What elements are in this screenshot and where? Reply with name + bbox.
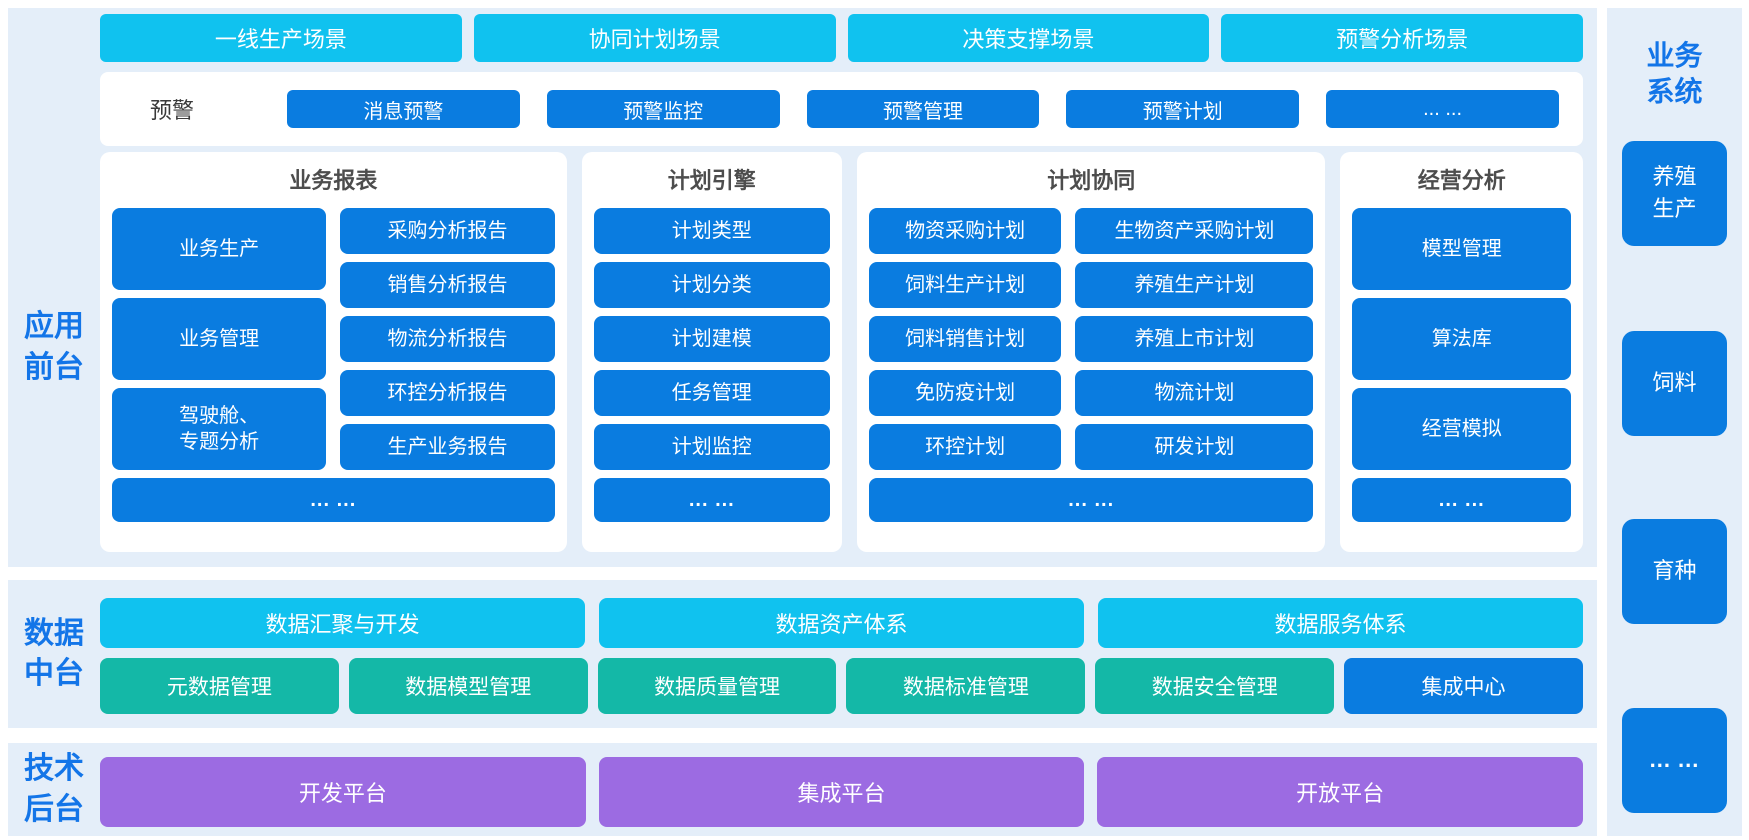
module-button-algorithm-library[interactable]: 算法库 [1352,298,1571,381]
module-button-plan-category[interactable]: 计划分类 [593,262,830,309]
alert-button-message[interactable]: 消息预警 [287,90,520,128]
module-button-feed-sales-plan[interactable]: 饲料销售计划 [868,316,1062,363]
scenario-button-decision-support[interactable]: 决策支撑场景 [847,14,1210,62]
alert-button-more[interactable]: ... ... [1326,90,1559,128]
data-button-model-management[interactable]: 数据模型管理 [348,658,588,714]
panel-title-plan-collaboration: 计划协同 [1047,168,1136,193]
collab-rows: 物资采购计划 饲料生产计划 饲料销售计划 免防疫计划 环控计划 生物资产采购计划… [868,208,1314,471]
scenario-row: 一线生产场景 协同计划场景 决策支撑场景 预警分析场景 [100,14,1583,62]
business-systems-title: 业务 系统 [1646,40,1703,108]
module-button-operation-simulation[interactable]: 经营模拟 [1352,388,1571,471]
panel-title-operation-analysis: 经营分析 [1417,168,1506,193]
analysis-more-button[interactable]: ... ... [1352,478,1571,523]
alert-button-planning[interactable]: 预警计划 [1066,90,1300,128]
module-button-business-production[interactable]: 业务生产 [112,208,327,291]
data-platform-section: 数据 中台 数据汇聚与开发 数据资产体系 数据服务体系 元数据管理 数据模型管理… [8,580,1597,728]
data-platform-label-rail: 数据 中台 [8,580,100,728]
module-button-material-purchase-plan[interactable]: 物资采购计划 [868,208,1062,255]
engine-rows: 计划类型 计划分类 计划建模 任务管理 计划监控 [593,208,830,471]
engine-column: 计划类型 计划分类 计划建模 任务管理 计划监控 [593,208,830,471]
module-button-plan-monitoring[interactable]: 计划监控 [593,424,830,471]
data-primary-row: 数据汇聚与开发 数据资产体系 数据服务体系 [100,598,1583,648]
panel-plan-engine: 计划引擎 计划类型 计划分类 计划建模 任务管理 计划监控 ... ... [581,152,842,552]
data-button-standard-management[interactable]: 数据标准管理 [846,658,1086,714]
system-button-breeding-production[interactable]: 养殖 生产 [1622,140,1727,246]
data-button-security-management[interactable]: 数据安全管理 [1095,658,1335,714]
module-button-plan-type[interactable]: 计划类型 [593,208,830,255]
collab-right-column: 生物资产采购计划 养殖生产计划 养殖上市计划 物流计划 研发计划 [1075,208,1314,471]
app-front-section: 应用 前台 一线生产场景 协同计划场景 决策支撑场景 预警分析场景 预警 消息预… [8,8,1597,567]
module-button-production-report[interactable]: 生产业务报告 [340,424,555,471]
module-button-bio-asset-purchase-plan[interactable]: 生物资产采购计划 [1075,208,1314,255]
system-button-more[interactable]: ... ... [1622,707,1727,813]
module-button-breeding-production-plan[interactable]: 养殖生产计划 [1075,262,1314,309]
data-button-asset-system[interactable]: 数据资产体系 [599,598,1084,648]
module-button-immunization-plan[interactable]: 免防疫计划 [868,370,1062,417]
platform-button-open[interactable]: 开放平台 [1097,757,1584,827]
module-button-logistics-plan[interactable]: 物流计划 [1075,370,1314,417]
module-button-task-management[interactable]: 任务管理 [593,370,830,417]
panel-business-reports: 业务报表 业务生产 业务管理 驾驶舱、 专题分析 采购分析报告 销售分析报告 物… [100,152,567,552]
module-button-purchase-report[interactable]: 采购分析报告 [340,208,555,255]
reports-rows: 业务生产 业务管理 驾驶舱、 专题分析 采购分析报告 销售分析报告 物流分析报告… [112,208,555,471]
panel-title-business-reports: 业务报表 [289,168,378,193]
tech-platform-row: 开发平台 集成平台 开放平台 [100,757,1584,827]
engine-more-button[interactable]: ... ... [593,478,830,523]
data-button-metadata-management[interactable]: 元数据管理 [100,658,339,714]
module-button-envcontrol-plan[interactable]: 环控计划 [868,424,1062,471]
data-button-service-system[interactable]: 数据服务体系 [1098,598,1583,648]
module-button-envcontrol-report[interactable]: 环控分析报告 [340,370,555,417]
app-front-label-rail: 应用 前台 [8,8,100,567]
module-button-sales-report[interactable]: 销售分析报告 [340,262,555,309]
alert-panel: 预警 消息预警 预警监控 预警管理 预警计划 ... ... [100,72,1583,146]
analysis-rows: 模型管理 算法库 经营模拟 [1352,208,1571,471]
reports-more-button[interactable]: ... ... [112,478,555,523]
platform-button-integration[interactable]: 集成平台 [598,757,1085,827]
collab-more-button[interactable]: ... ... [868,478,1314,523]
data-button-aggregation-development[interactable]: 数据汇聚与开发 [100,598,585,648]
data-button-quality-management[interactable]: 数据质量管理 [597,658,837,714]
scenario-button-collaborative-planning[interactable]: 协同计划场景 [473,14,836,62]
reports-right-column: 采购分析报告 销售分析报告 物流分析报告 环控分析报告 生产业务报告 [340,208,555,471]
data-secondary-row: 元数据管理 数据模型管理 数据质量管理 数据标准管理 数据安全管理 集成中心 [100,658,1583,714]
data-button-integration-center[interactable]: 集成中心 [1344,658,1583,714]
tech-platform-label: 技术 后台 [24,752,84,826]
scenario-button-frontline-production[interactable]: 一线生产场景 [100,14,462,62]
tech-platform-section: 技术 后台 开发平台 集成平台 开放平台 [8,743,1597,836]
system-button-seed-breeding[interactable]: 育种 [1622,518,1727,624]
module-button-rd-plan[interactable]: 研发计划 [1075,424,1314,471]
app-front-label: 应用 前台 [24,310,84,384]
business-systems-sidebar: 业务 系统 养殖 生产 饲料 育种 ... ... [1607,8,1742,836]
module-button-logistics-report[interactable]: 物流分析报告 [340,316,555,363]
module-button-feed-production-plan[interactable]: 饲料生产计划 [868,262,1062,309]
platform-button-development[interactable]: 开发平台 [100,757,586,827]
panel-plan-collaboration: 计划协同 物资采购计划 饲料生产计划 饲料销售计划 免防疫计划 环控计划 生物资… [856,152,1326,552]
panel-title-plan-engine: 计划引擎 [667,168,756,193]
system-button-feed[interactable]: 饲料 [1622,330,1727,436]
data-platform-label: 数据 中台 [24,616,84,691]
scenario-button-alert-analysis[interactable]: 预警分析场景 [1221,14,1583,62]
alert-button-monitoring[interactable]: 预警监控 [546,90,780,128]
analysis-column: 模型管理 算法库 经营模拟 [1352,208,1571,471]
module-grid: 业务报表 业务生产 业务管理 驾驶舱、 专题分析 采购分析报告 销售分析报告 物… [100,152,1583,552]
module-button-cockpit-analysis[interactable]: 驾驶舱、 专题分析 [112,388,327,471]
tech-platform-label-rail: 技术 后台 [8,743,100,836]
module-button-business-management[interactable]: 业务管理 [112,298,327,381]
module-button-breeding-market-plan[interactable]: 养殖上市计划 [1075,316,1314,363]
module-button-plan-modeling[interactable]: 计划建模 [593,316,830,363]
alert-label: 预警 [150,98,195,123]
alert-button-management[interactable]: 预警管理 [806,90,1040,128]
collab-left-column: 物资采购计划 饲料生产计划 饲料销售计划 免防疫计划 环控计划 [868,208,1062,471]
reports-left-column: 业务生产 业务管理 驾驶舱、 专题分析 [112,208,327,471]
panel-operation-analysis: 经营分析 模型管理 算法库 经营模拟 ... ... [1340,152,1583,552]
module-button-model-management[interactable]: 模型管理 [1352,208,1571,291]
